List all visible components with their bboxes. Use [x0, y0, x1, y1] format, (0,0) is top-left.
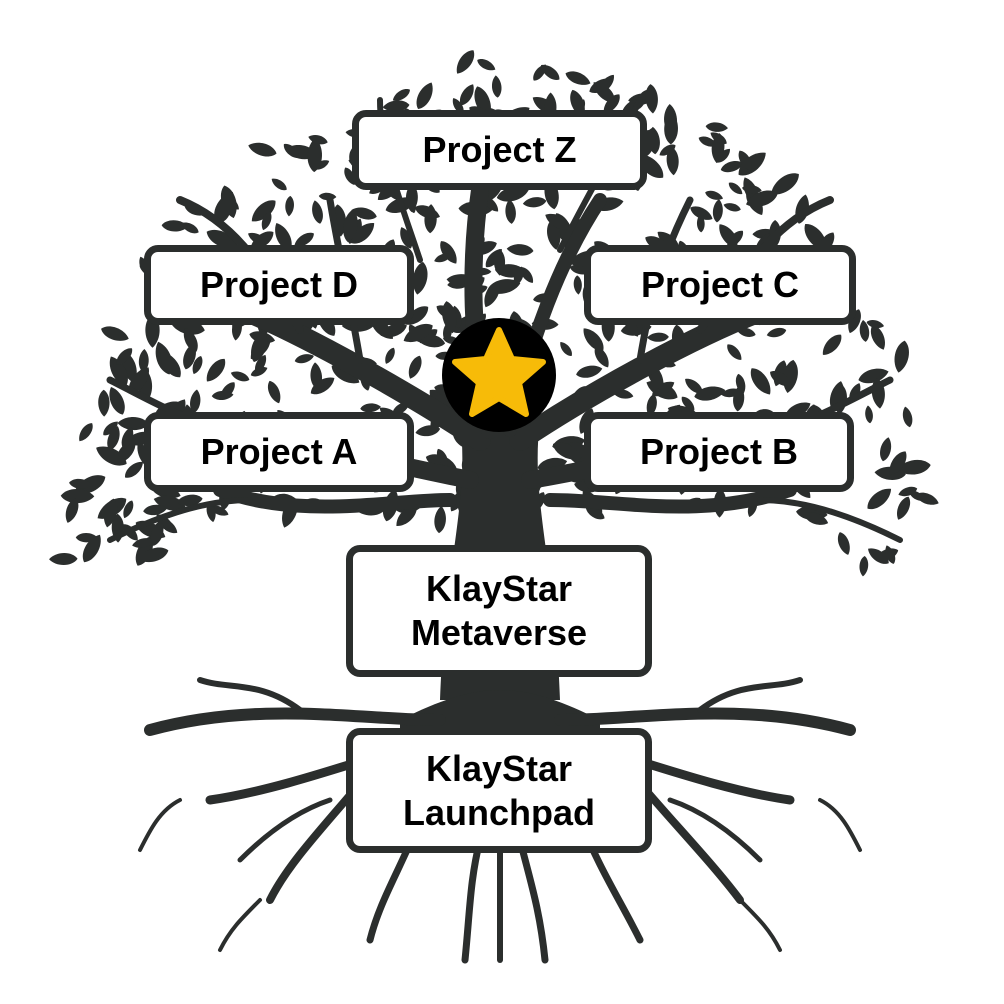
leaf-shape	[877, 436, 894, 463]
metaverse-line-2: Metaverse	[410, 612, 588, 653]
node-project-a: Project A	[144, 412, 414, 492]
node-klaystar-metaverse: KlayStar Metaverse	[346, 545, 652, 677]
launchpad-line-2: Launchpad	[402, 791, 595, 833]
leaf-shape	[269, 175, 290, 193]
leaf-shape	[522, 195, 547, 209]
leaf-shape	[893, 494, 914, 522]
node-project-a-label: Project A	[200, 431, 358, 473]
leaf-shape	[161, 219, 189, 233]
node-project-c-label: Project C	[640, 264, 800, 306]
leaf-shape	[491, 74, 503, 99]
leaf-shape	[891, 339, 912, 374]
leaf-shape	[858, 555, 869, 577]
leaf-shape	[475, 56, 498, 74]
node-project-d-label: Project D	[199, 264, 359, 306]
leaf-shape	[900, 405, 915, 429]
leaf-shape	[703, 188, 725, 203]
leaf-shape	[284, 195, 295, 217]
leaf-shape	[724, 341, 745, 363]
leaf-shape	[644, 83, 660, 115]
leaf-shape	[746, 364, 776, 399]
leaf-shape	[382, 346, 398, 366]
leaf-shape	[506, 242, 534, 257]
metaverse-line-1: KlayStar	[425, 568, 573, 610]
leaf-shape	[711, 198, 724, 223]
leaf-shape	[264, 378, 284, 406]
leaf-shape	[835, 530, 853, 557]
node-project-c: Project C	[584, 245, 856, 325]
leaf-shape	[646, 332, 670, 343]
node-klaystar-launchpad: KlayStar Launchpad	[346, 728, 652, 853]
leaf-shape	[75, 420, 96, 444]
leaf-shape	[726, 179, 745, 197]
leaf-shape	[818, 330, 846, 359]
leaf-shape	[573, 275, 583, 295]
leaf-shape	[246, 139, 279, 160]
node-project-z-label: Project Z	[422, 129, 577, 171]
leaf-shape	[452, 46, 479, 78]
leaf-shape	[309, 199, 326, 225]
leaf-shape	[48, 552, 78, 566]
node-klaystar-metaverse-label: KlayStar Metaverse	[411, 567, 587, 655]
node-klaystar-launchpad-label: KlayStar Launchpad	[403, 747, 595, 835]
node-project-b-label: Project B	[639, 431, 799, 473]
leaf-shape	[436, 237, 461, 267]
leaf-shape	[765, 325, 788, 340]
leaf-shape	[863, 483, 896, 514]
leaf-shape	[557, 339, 575, 359]
leaf-shape	[705, 121, 729, 133]
leaf-shape	[864, 405, 874, 424]
leaf-shape	[412, 79, 438, 112]
node-project-z: Project Z	[352, 110, 647, 190]
star-icon	[442, 318, 556, 432]
leaf-shape	[504, 198, 517, 225]
node-project-d: Project D	[144, 245, 414, 325]
leaf-shape	[97, 389, 110, 417]
leaf-shape	[574, 363, 604, 381]
leaf-shape	[563, 68, 593, 89]
leaf-shape	[98, 322, 131, 345]
leaf-shape	[202, 355, 230, 386]
leaf-shape	[229, 368, 251, 384]
leaf-shape	[405, 353, 425, 381]
leaf-shape	[722, 201, 742, 214]
node-project-b: Project B	[584, 412, 854, 492]
leaf-shape	[433, 505, 448, 534]
launchpad-line-1: KlayStar	[425, 747, 573, 789]
